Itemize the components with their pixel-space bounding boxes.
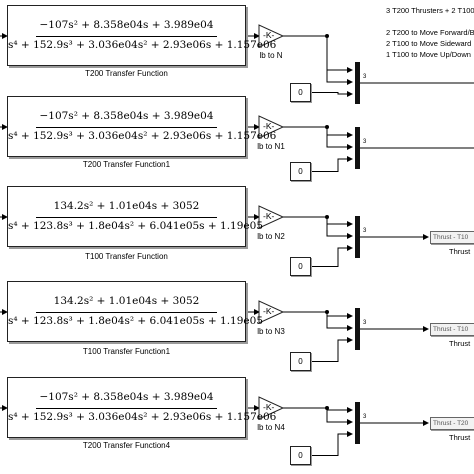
mux-port-number: 3 [363, 139, 367, 145]
gain-block[interactable] [258, 300, 285, 324]
mux-block[interactable] [355, 62, 360, 104]
scope-label: Thrust [449, 247, 471, 256]
gain-output-wire [283, 407, 353, 413]
tf-caption: T100 Transfer Function [85, 252, 168, 261]
gain-value: -K- [263, 306, 275, 316]
fraction-bar [36, 408, 217, 409]
mux-block[interactable] [355, 402, 360, 444]
constant-block[interactable]: 0 [290, 83, 311, 102]
transfer-function-block[interactable]: −107s² + 8.358e04s + 3.989e04 s⁴ + 152.9… [7, 5, 277, 66]
gain-block[interactable] [258, 396, 285, 420]
mux-port-number: 3 [363, 228, 367, 234]
note-line: 3 T200 Thrusters + 2 T100 [386, 6, 474, 15]
tf-numerator: −107s² + 8.358e04s + 3.989e04 [39, 19, 214, 31]
tf-numerator: 134.2s² + 1.01e04s + 3052 [53, 295, 200, 307]
constant-block[interactable]: 0 [290, 162, 311, 181]
fraction-bar [36, 36, 217, 37]
note-line: 1 T100 to Move Up/Down [386, 50, 471, 59]
gain-label: lb to N [259, 51, 283, 60]
gain-label: lb to N2 [257, 232, 285, 241]
transfer-function-block[interactable]: 134.2s² + 1.01e04s + 3052 s⁴ + 123.8s³ +… [7, 281, 263, 342]
constant-block[interactable]: 0 [290, 446, 311, 465]
gain-output-wire [283, 216, 353, 227]
tf-caption: T200 Transfer Function4 [82, 441, 171, 450]
gain-block[interactable] [258, 205, 285, 229]
transfer-function-block[interactable]: 134.2s² + 1.01e04s + 3052 s⁴ + 123.8s³ +… [7, 186, 263, 247]
fraction-bar [36, 312, 217, 313]
gain-value: -K- [263, 402, 275, 412]
transfer-function-block[interactable]: −107s² + 8.358e04s + 3.989e04 s⁴ + 152.9… [7, 377, 277, 438]
fraction-bar [36, 217, 217, 218]
mux-block[interactable] [355, 308, 360, 350]
tf-denominator: s⁴ + 123.8s³ + 1.8e04s² + 6.041e05s + 1.… [8, 315, 263, 327]
gain-output-wire [283, 126, 353, 138]
mux-port-number: 3 [363, 74, 367, 80]
tf-caption: T100 Transfer Function1 [82, 347, 171, 356]
gain-block[interactable] [258, 115, 285, 139]
note-line: 2 T200 to Move Forward/B [386, 28, 474, 37]
mux-block[interactable] [355, 127, 360, 169]
tf-numerator: −107s² + 8.358e04s + 3.989e04 [39, 110, 214, 122]
gain-output-wire [326, 408, 353, 425]
tf-numerator: 134.2s² + 1.01e04s + 3052 [53, 200, 200, 212]
fraction-bar [36, 127, 217, 128]
tf-denominator: s⁴ + 152.9s³ + 3.036e04s² + 2.93e06s + 1… [8, 411, 277, 423]
constant-wire [311, 337, 353, 362]
gain-label: lb to N1 [257, 142, 285, 151]
mux-port-number: 3 [363, 414, 367, 420]
gain-label: lb to N3 [257, 327, 285, 336]
constant-block[interactable]: 0 [290, 257, 311, 276]
gain-output-wire [326, 217, 353, 239]
scope-label: Thrust [449, 339, 471, 348]
note-line: 2 T100 to Move Sideward [386, 39, 472, 48]
scope-block[interactable]: Thrust ‐ T10 [430, 323, 474, 336]
scope-block[interactable]: Thrust ‐ T20 [430, 417, 474, 430]
tf-denominator: s⁴ + 152.9s³ + 3.036e04s² + 2.93e06s + 1… [8, 130, 277, 142]
gain-output-wire [326, 127, 353, 150]
scope-block[interactable]: Thrust ‐ T10 [430, 231, 474, 244]
scope-label: Thrust [449, 433, 471, 442]
gain-output-wire [326, 312, 353, 331]
constant-wire [311, 245, 353, 267]
constant-wire [311, 431, 353, 456]
tf-denominator: s⁴ + 123.8s³ + 1.8e04s² + 6.041e05s + 1.… [8, 220, 263, 232]
tf-caption: T200 Transfer Function1 [82, 160, 171, 169]
constant-block[interactable]: 0 [290, 352, 311, 371]
mux-port-number: 3 [363, 320, 367, 326]
constant-wire [311, 91, 353, 97]
gain-output-wire [283, 311, 353, 319]
tf-numerator: −107s² + 8.358e04s + 3.989e04 [39, 391, 214, 403]
gain-value: -K- [263, 211, 275, 221]
transfer-function-block[interactable]: −107s² + 8.358e04s + 3.989e04 s⁴ + 152.9… [7, 96, 277, 157]
constant-wire [311, 156, 353, 172]
gain-label: lb to N4 [257, 423, 285, 432]
tf-denominator: s⁴ + 152.9s³ + 3.036e04s² + 2.93e06s + 1… [8, 39, 277, 51]
gain-block[interactable] [258, 24, 285, 48]
tf-caption: T200 Transfer Function [85, 69, 168, 78]
mux-block[interactable] [355, 216, 360, 258]
gain-value: -K- [263, 30, 275, 40]
gain-value: -K- [263, 121, 275, 131]
gain-output-wire [326, 36, 353, 85]
